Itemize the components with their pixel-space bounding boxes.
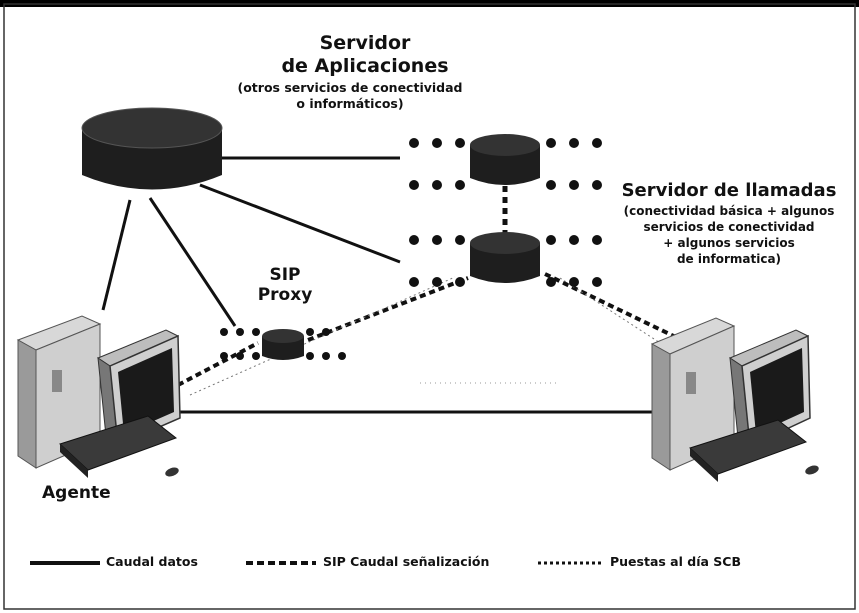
call-server-subtitle: (conectividad básica + algunos servicios… <box>623 204 835 266</box>
link-update-2 <box>559 277 706 373</box>
link-app-callserver-lower <box>199 183 401 264</box>
agent-label: Agente <box>42 483 111 503</box>
link-update-1 <box>189 276 456 396</box>
remote-computer-icon <box>650 317 819 482</box>
legend-label-data-flow: Caudal datos <box>106 554 198 569</box>
call-server-title: Servidor de llamadas <box>621 180 837 201</box>
app-server-icon <box>81 107 223 190</box>
sip-proxy-icon <box>220 328 346 360</box>
link-sip-proxy-callserver <box>307 276 469 342</box>
app-server-title: Servidor de Aplicaciones <box>281 32 449 77</box>
app-server-subtitle: (otros servicios de conectividad o infor… <box>237 80 463 111</box>
link-sip-callserver-remote <box>544 272 716 358</box>
legend-label-sip-signalling: SIP Caudal señalización <box>323 554 490 569</box>
link-app-agent <box>101 199 132 311</box>
connections <box>101 156 716 414</box>
dot-rail-sip <box>220 328 346 360</box>
legend-label-scb-updates: Puestas al día SCB <box>610 554 741 569</box>
call-server-top-icon <box>409 134 602 190</box>
sip-proxy-title: SIP Proxy <box>257 265 313 305</box>
link-app-sipproxy <box>148 197 237 327</box>
agent-computer-icon <box>16 315 181 478</box>
link-sip-agent-proxy <box>177 341 259 387</box>
dot-rail-bottom <box>409 235 602 287</box>
frame-border <box>3 3 856 610</box>
dot-rail-top <box>409 138 602 190</box>
call-server-bottom-icon <box>409 232 602 287</box>
